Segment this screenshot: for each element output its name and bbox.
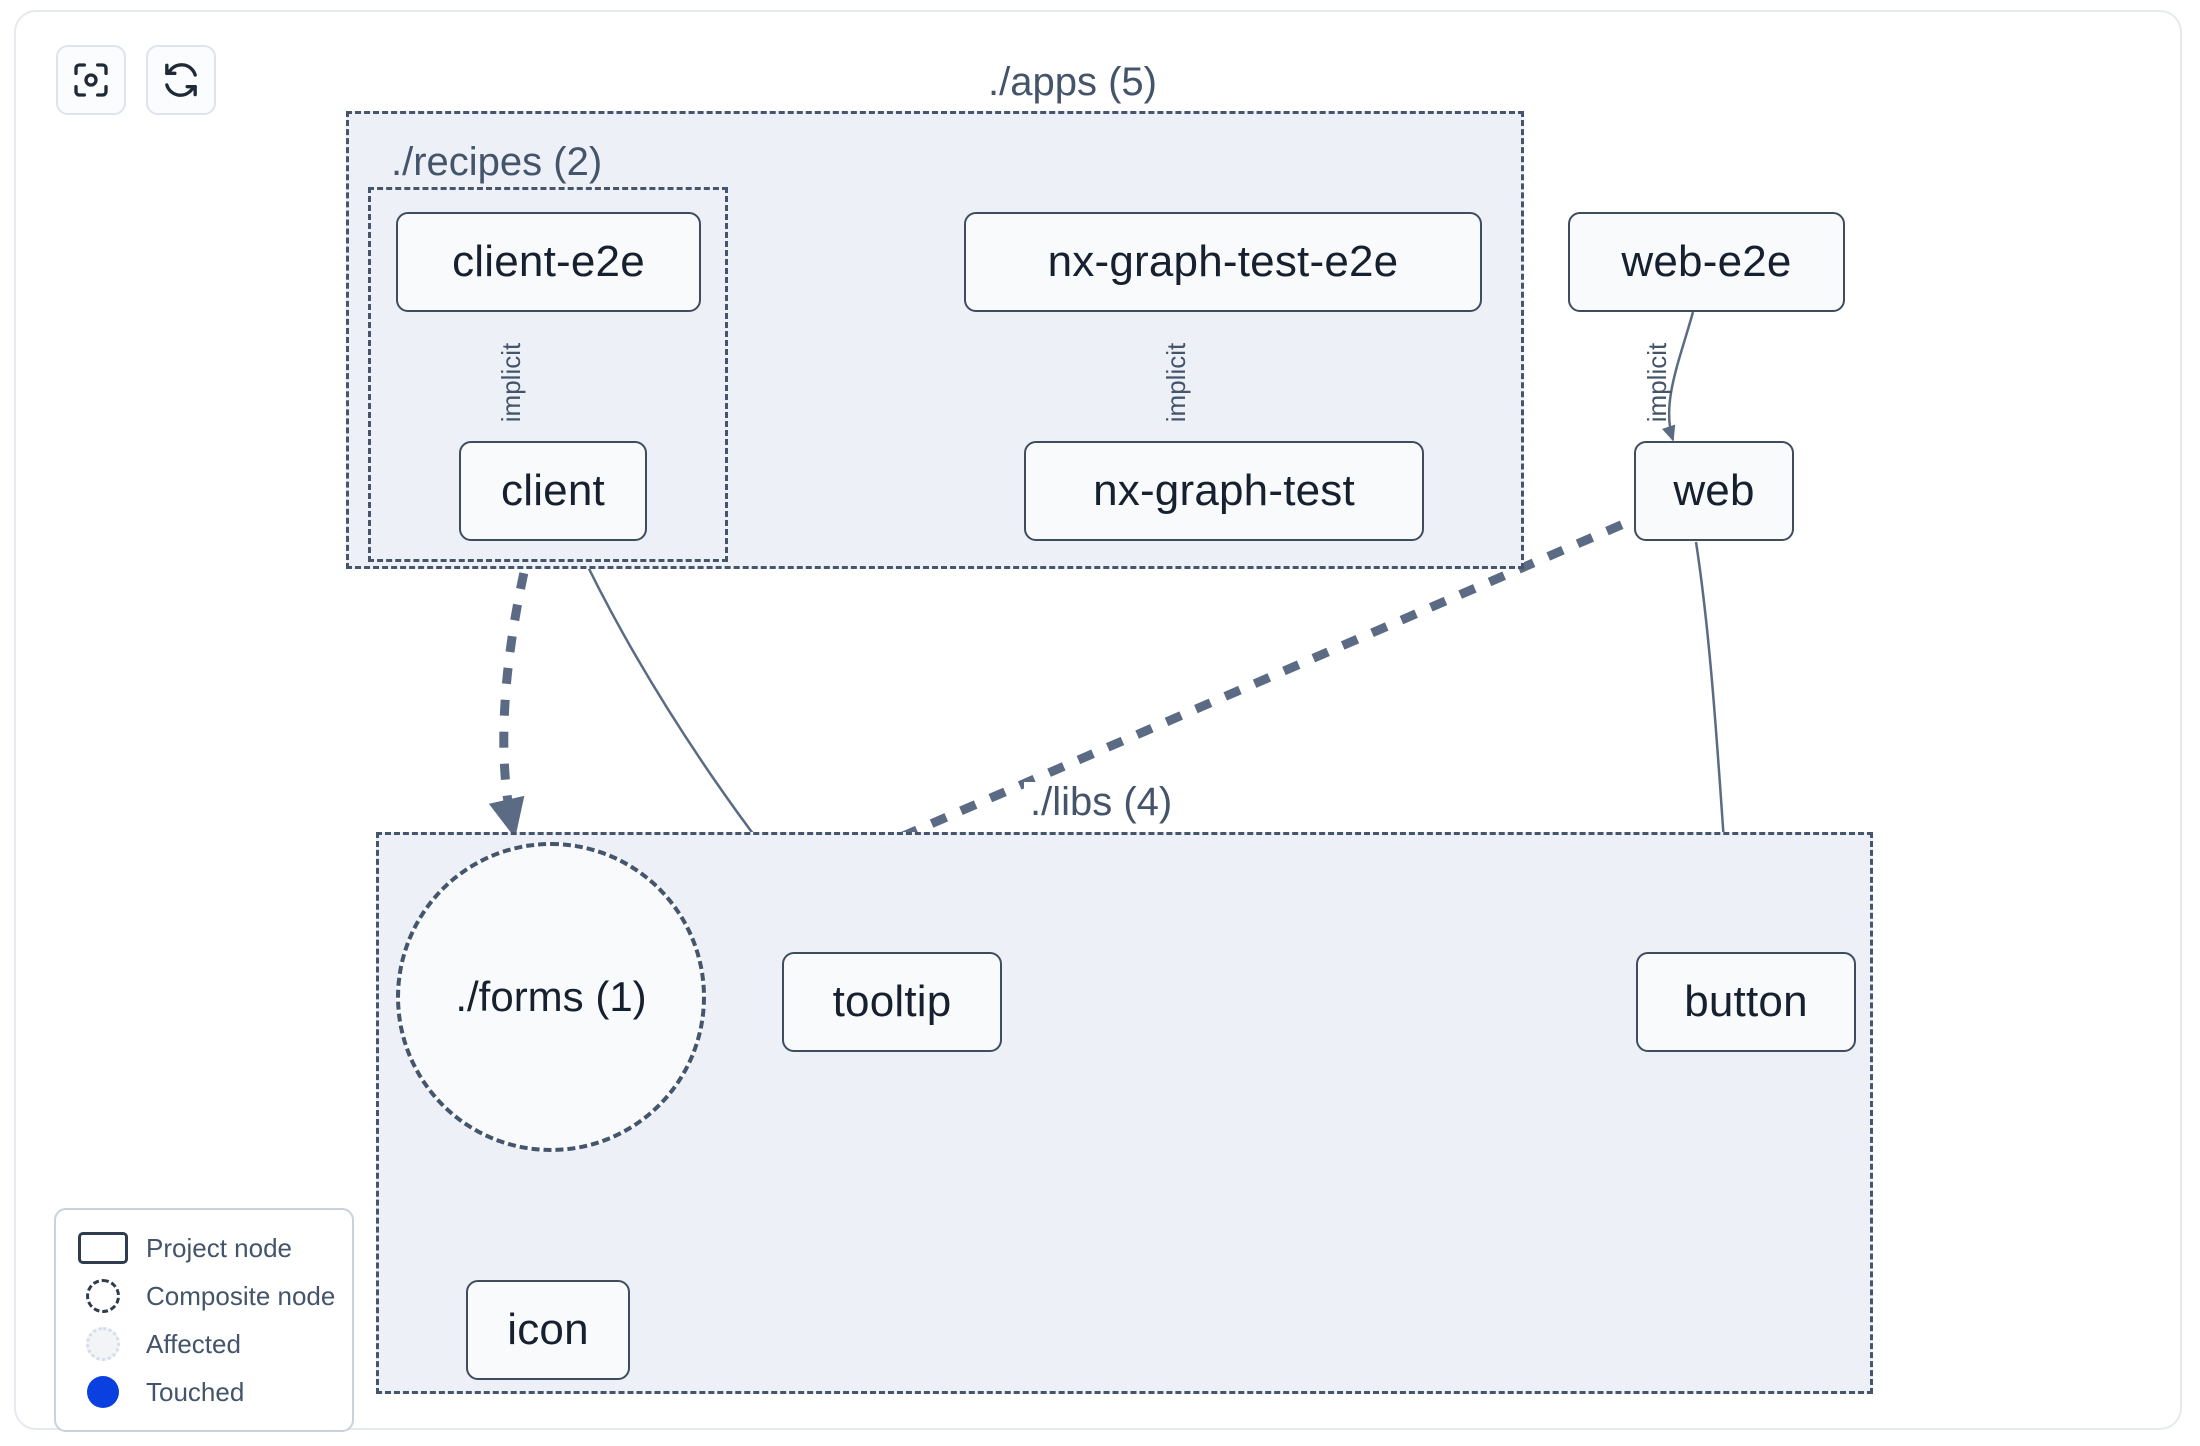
edge-label-implicit-2: implicit (1161, 342, 1192, 423)
legend-item-project-node: Project node (72, 1224, 336, 1272)
refresh-graph-button[interactable] (146, 45, 216, 115)
legend-item-composite-node: Composite node (72, 1272, 336, 1320)
legend-label-project-node: Project node (146, 1232, 292, 1263)
legend-item-affected: Affected (72, 1320, 336, 1368)
node-button[interactable]: button (1636, 952, 1856, 1052)
node-nx-graph-test[interactable]: nx-graph-test (1024, 441, 1424, 541)
refresh-sync-icon (161, 60, 201, 100)
edge-label-implicit-1: implicit (496, 342, 527, 423)
graph-panel: ./apps (5) ./recipes (2) ./libs (4) (14, 10, 2182, 1432)
node-tooltip[interactable]: tooltip (782, 952, 1002, 1052)
project-node-swatch (72, 1232, 134, 1264)
group-libs-label: ./libs (4) (1024, 782, 1179, 822)
touched-swatch (72, 1376, 134, 1408)
legend-label-composite-node: Composite node (146, 1280, 336, 1311)
legend-label-touched: Touched (146, 1376, 245, 1407)
group-apps-label: ./apps (5) (982, 62, 1163, 102)
node-nx-graph-test-e2e[interactable]: nx-graph-test-e2e (964, 212, 1482, 312)
node-web[interactable]: web (1634, 441, 1794, 541)
node-client-e2e[interactable]: client-e2e (396, 212, 701, 312)
viewfinder-target-icon (71, 60, 111, 100)
node-forms-composite[interactable]: ./forms (1) (396, 842, 706, 1152)
edge-client-to-forms (488, 540, 536, 839)
graph-legend: Project node Composite node Affected Tou… (54, 1208, 354, 1432)
composite-node-swatch (72, 1279, 134, 1313)
affected-swatch (72, 1327, 134, 1361)
node-web-e2e[interactable]: web-e2e (1568, 212, 1845, 312)
graph-toolbar (56, 45, 216, 115)
legend-item-touched: Touched (72, 1368, 336, 1416)
node-icon[interactable]: icon (466, 1280, 630, 1380)
group-recipes-label: ./recipes (2) (391, 140, 603, 184)
legend-label-affected: Affected (146, 1328, 241, 1359)
focus-graph-button[interactable] (56, 45, 126, 115)
node-client[interactable]: client (459, 441, 647, 541)
edge-label-implicit-3: implicit (1642, 342, 1673, 423)
